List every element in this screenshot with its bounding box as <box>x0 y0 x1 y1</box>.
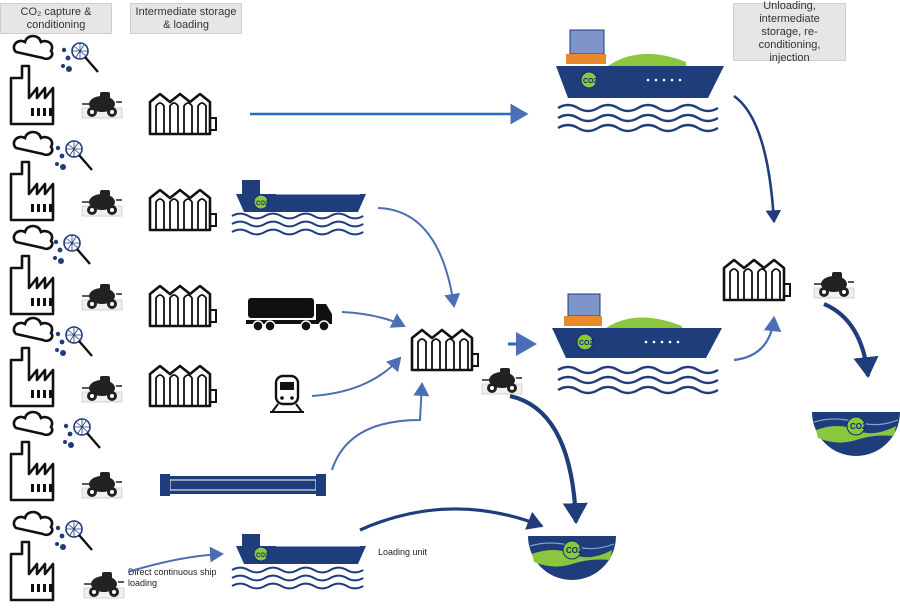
terminal-compressor-icon <box>813 271 855 299</box>
storage-tank-icon <box>148 92 218 136</box>
compressor-icon <box>81 91 123 119</box>
factory-icon <box>9 316 55 408</box>
header-co2-capture: CO₂ capture & conditioning <box>0 3 112 34</box>
terminal-storage-tank-icon <box>722 258 792 302</box>
capture-net-icon <box>53 139 94 172</box>
svg-text:CO2: CO2 <box>256 553 269 559</box>
storage-reservoir-icon <box>811 411 900 457</box>
flow-arrows <box>127 94 879 573</box>
compressor-icon <box>81 189 123 217</box>
capture-net-icon <box>61 417 102 450</box>
header-intermediate-storage: Intermediate storage & loading <box>130 3 242 34</box>
storage-tank-icon <box>148 188 218 232</box>
capture-net-icon <box>53 519 94 552</box>
factory-icon <box>9 224 55 316</box>
train-icon <box>270 374 304 413</box>
waves-icon <box>231 212 365 236</box>
storage-tank-icon <box>148 284 218 328</box>
storage-column <box>148 92 218 408</box>
compressor-icon <box>81 375 123 403</box>
barge-icon: CO2 <box>236 534 366 564</box>
ship-icon: CO2 <box>556 29 724 98</box>
label-loading-unit: Loading unit <box>378 547 428 557</box>
compressor-icon <box>81 283 123 311</box>
waves-icon <box>231 566 365 590</box>
header-unloading: Unloading, intermediate storage, re-cond… <box>733 0 846 64</box>
factory-icon <box>9 130 55 222</box>
label-direct-ship-loading: Direct continuous ship loading <box>128 567 217 588</box>
waves-icon <box>556 103 720 133</box>
capture-net-icon <box>51 233 92 266</box>
compressor-icon <box>81 471 123 499</box>
storage-reservoir-icon <box>527 535 617 581</box>
capture-column <box>9 34 125 602</box>
svg-text:CO2: CO2 <box>583 78 598 85</box>
truck-icon <box>246 298 332 332</box>
compressor-icon <box>83 571 125 599</box>
storage-tank-icon <box>148 364 218 408</box>
capture-net-icon <box>53 325 94 358</box>
svg-text:CO2: CO2 <box>256 201 269 207</box>
barge-icon: CO2 <box>236 180 366 212</box>
factory-icon <box>9 34 55 126</box>
hub-storage-tank-icon <box>410 328 480 372</box>
factory-icon <box>9 410 55 502</box>
pipeline-icon <box>160 474 326 496</box>
factory-icon <box>9 510 55 602</box>
svg-text:CO2: CO2 <box>579 340 594 347</box>
hub-compressor-icon <box>481 367 523 395</box>
waves-icon <box>556 365 720 395</box>
ship-icon: CO2 <box>552 293 722 358</box>
capture-net-icon <box>59 41 100 74</box>
